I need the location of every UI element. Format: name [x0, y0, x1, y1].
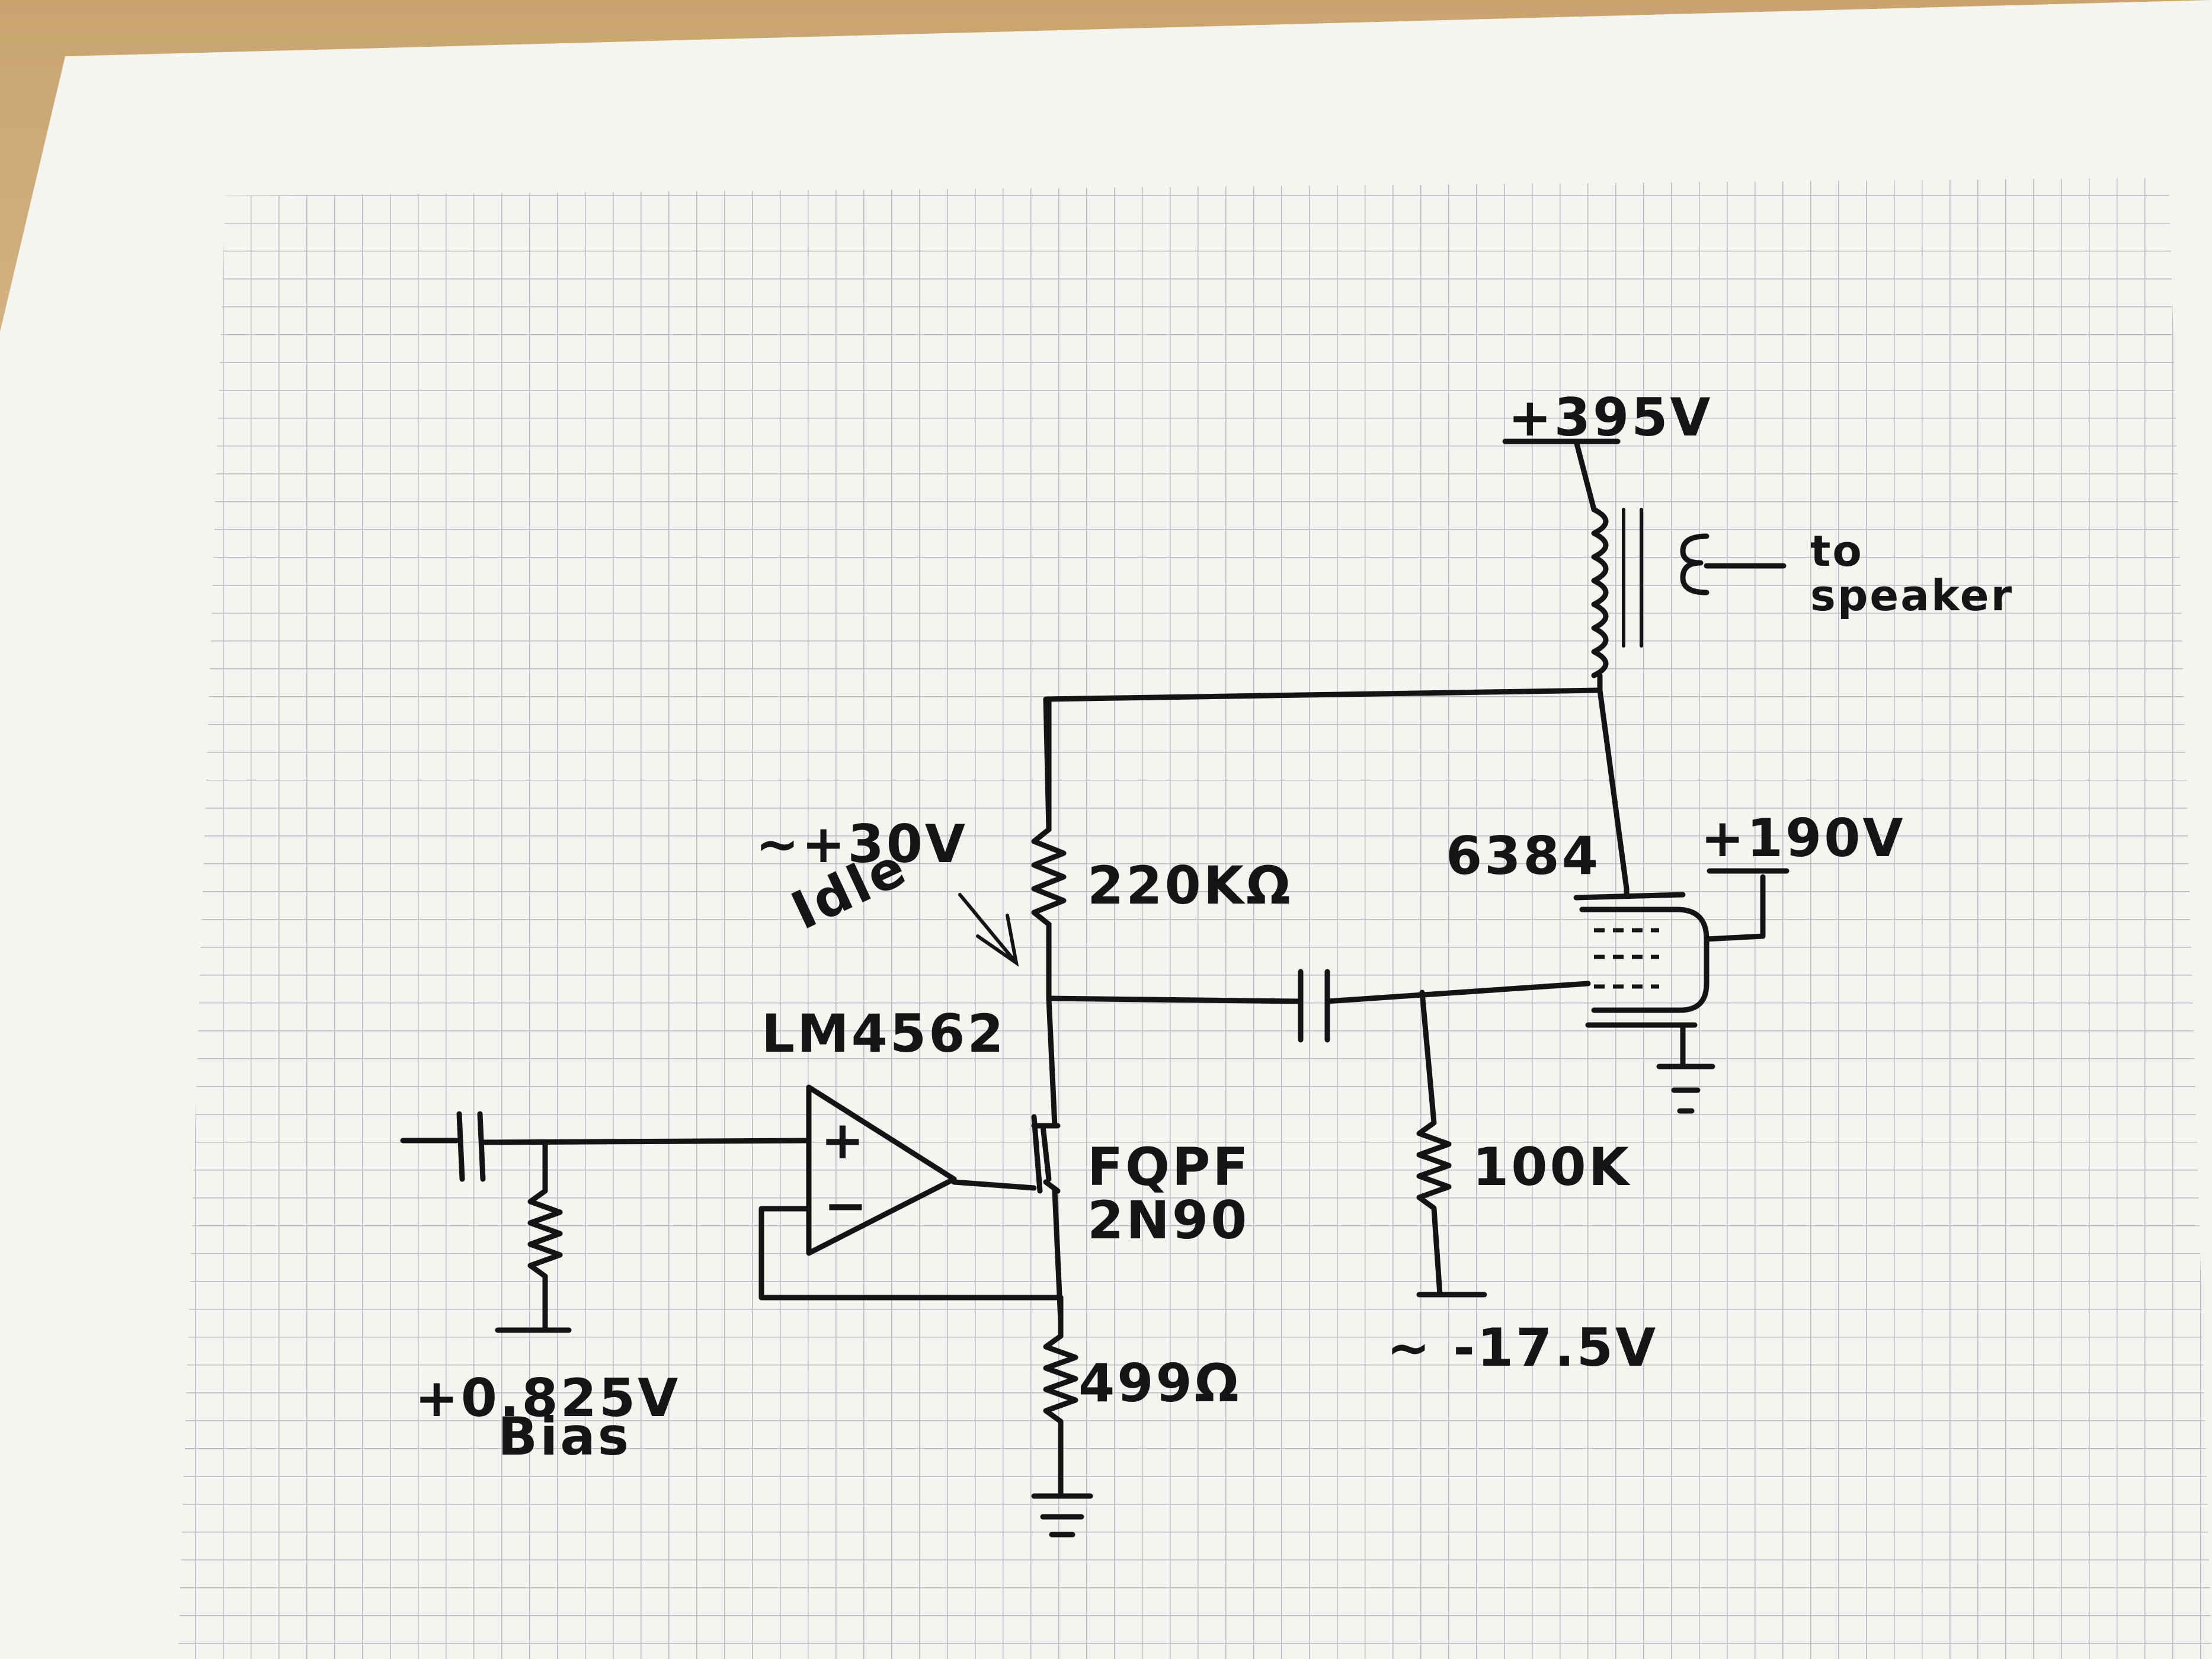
tube-6384 — [1573, 868, 1790, 1114]
label-tube-6384: 6384 — [1446, 825, 1600, 886]
label-to: to — [1810, 526, 1864, 576]
label-resistor-499: 499Ω — [1078, 1353, 1241, 1414]
label-idle-voltage: ~+30V — [756, 814, 968, 875]
opamp-plus-sign: + — [821, 1110, 867, 1171]
label-resistor-220k: 220KΩ — [1087, 855, 1293, 916]
plate-to-tube-wire — [1597, 687, 1630, 892]
output-transformer — [1591, 507, 1787, 678]
opamp-minus-sign: − — [824, 1175, 870, 1236]
label-resistor-100k: 100K — [1472, 1136, 1631, 1197]
idle-arrow — [958, 893, 1019, 967]
label-bias: Bias — [498, 1406, 631, 1467]
input-network — [400, 1111, 812, 1333]
label-mosfet-fqpf: FQPF — [1087, 1136, 1251, 1197]
opamp-lm4562 — [758, 1084, 1064, 1301]
label-opamp-lm4562: LM4562 — [761, 1003, 1006, 1064]
resistor-220k — [1031, 696, 1067, 1001]
label-speaker: speaker — [1810, 571, 2013, 620]
label-neg-supply: ~ -17.5V — [1387, 1317, 1658, 1378]
label-bias-voltage: +0.825V — [415, 1367, 680, 1429]
resistor-100k — [1416, 989, 1487, 1298]
supply-395v-node — [1502, 438, 1621, 513]
resistor-499 — [1031, 1295, 1093, 1538]
label-supply-395v: +395V — [1508, 387, 1713, 448]
graph-grid — [178, 178, 2212, 1659]
label-mosfet-2n90: 2N90 — [1087, 1190, 1249, 1251]
label-supply-190v: +190V — [1701, 808, 1906, 869]
coupling-capacitor — [1046, 969, 1591, 1043]
